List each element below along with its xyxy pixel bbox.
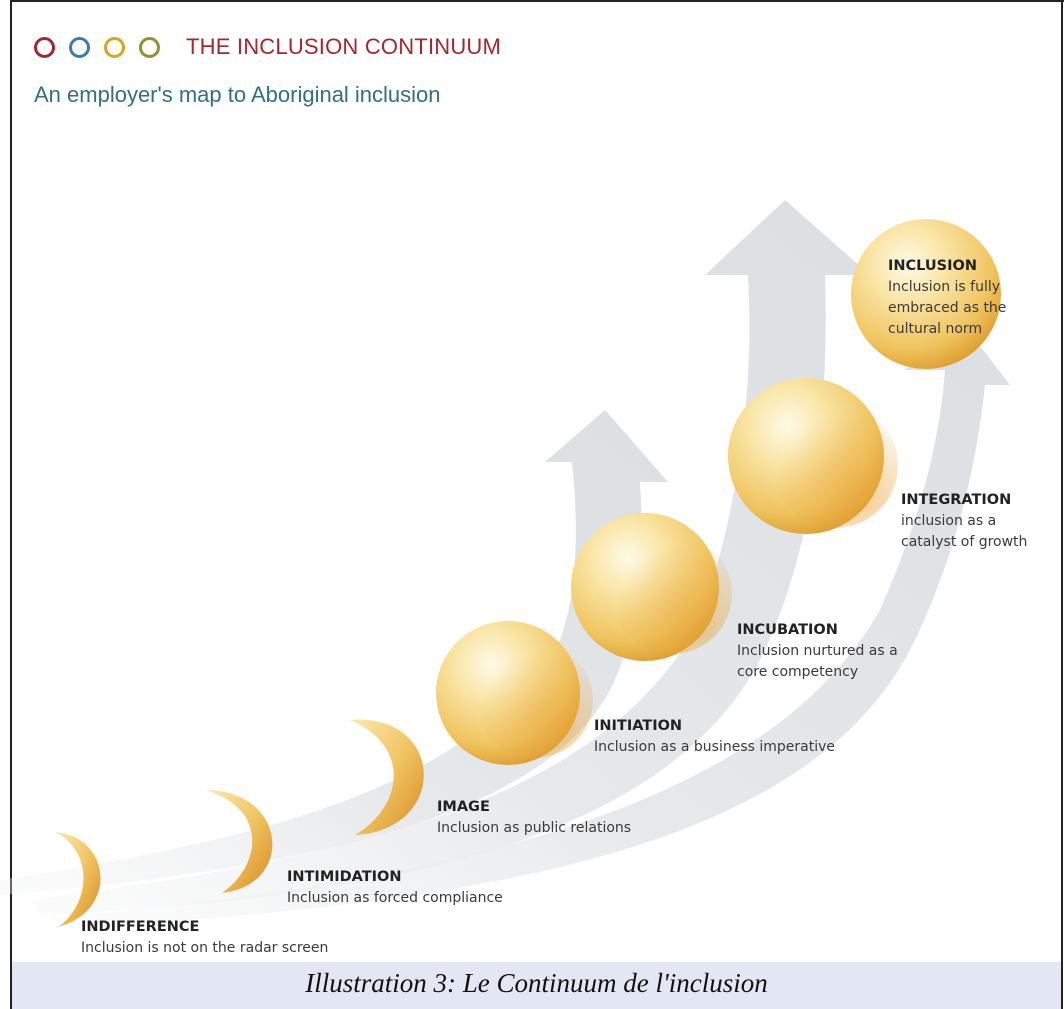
stage-description: Inclusion is fully embraced as the cultu… [888, 279, 1007, 337]
stage-incubation-sphere [571, 513, 732, 661]
stage-description: inclusion as a catalyst of growth [901, 513, 1028, 550]
diagram-header: THE INCLUSION CONTINUUM [34, 34, 501, 60]
ring-blue-icon [69, 36, 90, 58]
stage-label-integration: INTEGRATION inclusion as a catalyst of g… [901, 490, 1027, 553]
frame-border-left [10, 0, 12, 1009]
stage-label-initiation: INITIATION Inclusion as a business imper… [594, 716, 835, 758]
stage-integration-sphere [728, 378, 898, 534]
stage-intimidation-crescent [205, 790, 273, 893]
ring-red-icon [34, 36, 55, 58]
stage-name: INCLUSION [888, 258, 977, 274]
stage-name: INITIATION [594, 718, 683, 734]
figure-caption: Illustration 3: Le Continuum de l'inclus… [12, 962, 1061, 1009]
stage-label-indifference: INDIFFERENCE Inclusion is not on the rad… [81, 917, 328, 959]
diagram-title: THE INCLUSION CONTINUUM [186, 34, 502, 59]
ring-green-icon [139, 36, 160, 58]
stage-name: IMAGE [437, 799, 490, 815]
stage-name: INDIFFERENCE [81, 919, 200, 935]
stage-label-image: IMAGE Inclusion as public relations [437, 797, 631, 839]
stage-description: Inclusion nurtured as a core competency [737, 643, 898, 680]
arrow-shape [0, 410, 668, 895]
arrow-shape [60, 320, 1010, 928]
stage-description: Inclusion is not on the radar screen [81, 940, 329, 956]
stage-label-incubation: INCUBATION Inclusion nurtured as a core … [737, 620, 898, 683]
stage-initiation-sphere [436, 621, 593, 765]
stage-name: INTIMIDATION [287, 869, 402, 885]
frame-border-right [1061, 0, 1063, 1009]
stage-description: Inclusion as forced compliance [287, 890, 503, 906]
continuum-graphic [0, 200, 1010, 928]
frame-border-top [10, 0, 1064, 2]
stage-label-inclusion: INCLUSION Inclusion is fully embraced as… [888, 256, 1006, 340]
stage-name: INTEGRATION [901, 492, 1012, 508]
stage-description: Inclusion as a business imperative [594, 739, 835, 755]
stage-label-intimidation: INTIMIDATION Inclusion as forced complia… [287, 867, 503, 909]
stage-name: INCUBATION [737, 622, 838, 638]
stage-indifference-crescent [55, 832, 101, 927]
stage-inclusion-sphere [851, 219, 1001, 369]
stage-image-crescent [350, 719, 424, 835]
diagram-subtitle: An employer's map to Aboriginal inclusio… [34, 82, 441, 107]
stage-description: Inclusion as public relations [437, 820, 632, 836]
arrow-shape [30, 200, 870, 915]
ring-yellow-icon [104, 36, 125, 58]
growth-arrows [0, 200, 1010, 928]
